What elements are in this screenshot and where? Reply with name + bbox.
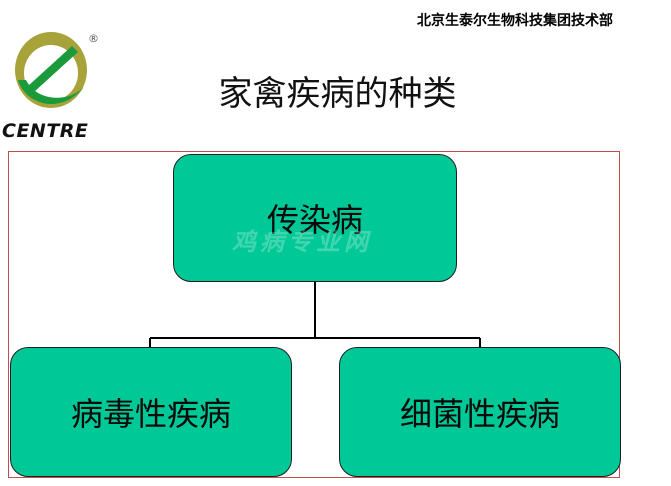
centre-logo: ® CENTRE — [0, 22, 110, 144]
node-left-label: 病毒性疾病 — [70, 395, 231, 433]
node-root-label: 传染病 — [266, 201, 363, 239]
watermark: 鸡病专业网 — [232, 228, 372, 256]
node-viral-disease: 病毒性疾病 — [10, 347, 292, 477]
logo-brand-text: CENTRE — [2, 120, 89, 142]
diagram-frame — [8, 151, 620, 478]
header-org-name: 北京生泰尔生物科技集团技术部 — [417, 13, 613, 29]
slide-title: 家禽疾病的种类 — [218, 74, 457, 114]
node-right-label: 细菌性疾病 — [399, 395, 560, 433]
centre-logo-icon — [15, 32, 87, 108]
node-bacterial-disease: 细菌性疾病 — [339, 347, 621, 477]
registered-mark: ® — [88, 32, 99, 45]
node-infectious-disease: 传染病 — [173, 154, 457, 282]
